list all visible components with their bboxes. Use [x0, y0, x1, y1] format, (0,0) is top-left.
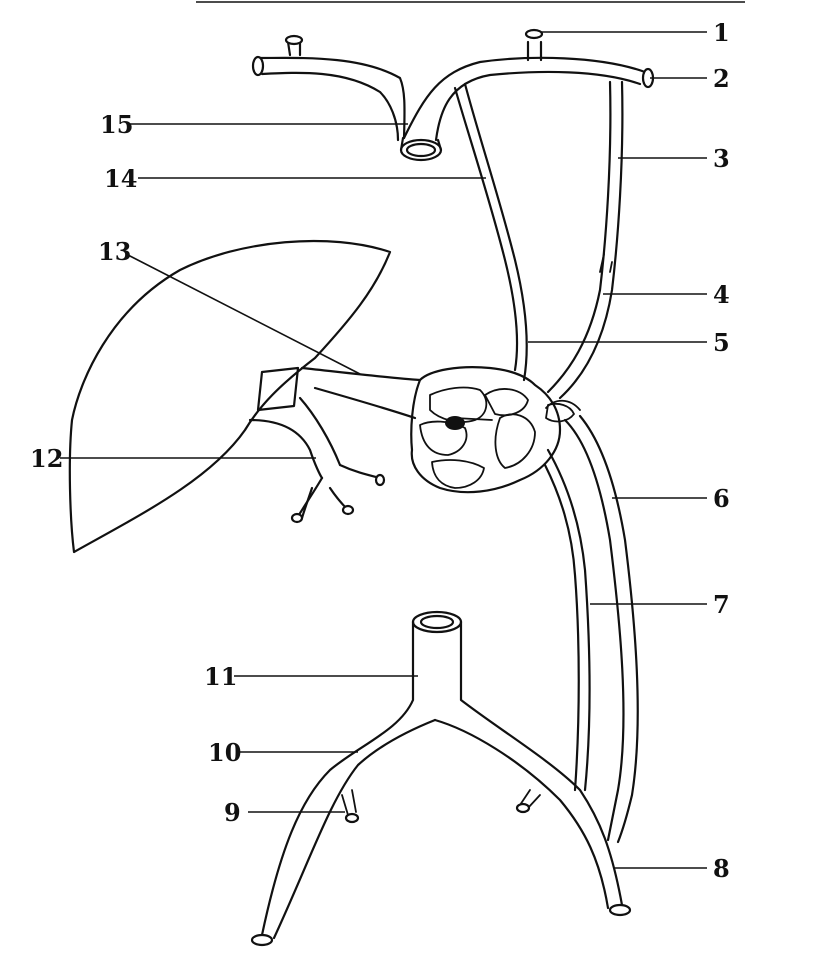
callout-8: 8 [713, 854, 730, 883]
callout-11: 11 [204, 662, 237, 691]
lower-trunk [250, 610, 632, 947]
vessel-3 [546, 80, 612, 394]
callout-15: 15 [100, 110, 133, 139]
callout-1: 1 [713, 18, 730, 47]
vessel-12 [248, 396, 386, 524]
liver-outline [68, 239, 392, 554]
leader-13 [127, 254, 361, 375]
callout-2: 2 [713, 64, 730, 93]
callout-3: 3 [713, 144, 730, 173]
callout-7: 7 [713, 590, 730, 619]
callout-12: 12 [30, 444, 63, 473]
callout-9: 9 [224, 798, 241, 827]
callout-4: 4 [713, 280, 730, 309]
callout-10: 10 [208, 738, 241, 767]
callout-13: 13 [98, 237, 131, 266]
central-network [410, 366, 581, 494]
vessel-13 [300, 366, 422, 382]
vessel-6 [563, 418, 625, 842]
vessel-14 [453, 86, 519, 372]
upper-trunk [251, 28, 655, 162]
callout-6: 6 [713, 484, 730, 513]
callout-5: 5 [713, 328, 730, 357]
vessel-7 [546, 448, 591, 792]
callout-14: 14 [104, 164, 137, 193]
